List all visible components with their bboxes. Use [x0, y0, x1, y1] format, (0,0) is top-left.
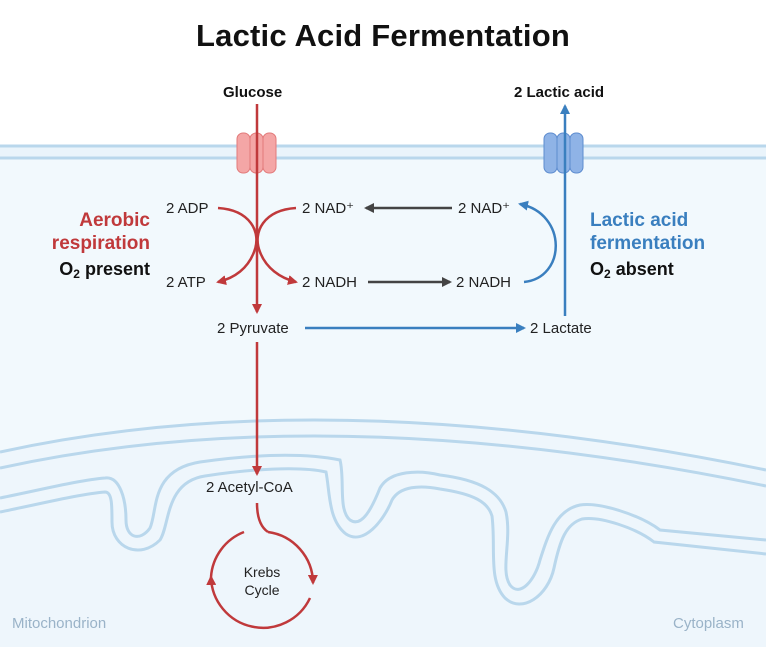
nad-right-label: 2 NAD⁺ — [458, 200, 511, 217]
page-title: Lactic Acid Fermentation — [196, 18, 570, 53]
fermentation-heading-line1: Lactic acid — [590, 210, 689, 231]
adp-to-atp-arrow — [216, 206, 258, 286]
krebs-cycle-arc-left — [209, 530, 245, 578]
pyruvate-label: 2 Pyruvate — [217, 320, 289, 337]
krebs-cycle-arrow-left — [206, 575, 312, 630]
lactic-acid-label: 2 Lactic acid — [514, 84, 605, 101]
aerobic-heading-line2: respiration — [51, 232, 150, 254]
o2-present-subscript: 2 — [73, 267, 80, 281]
mitochondrion-cristae — [0, 453, 766, 591]
glucose-label: Glucose — [223, 84, 283, 101]
aerobic-heading-line1: Aerobic — [79, 210, 150, 231]
nad-left-label: 2 NAD⁺ — [302, 200, 355, 217]
o2-present-suffix: present — [79, 259, 150, 279]
o2-present-label: O2 present — [59, 260, 150, 280]
nadh-left-label: 2 NADH — [302, 274, 358, 291]
mitochondrion-label: Mitochondrion — [12, 615, 107, 632]
acetyl-coa-label: 2 Acetyl-CoA — [206, 479, 293, 496]
o2-present-prefix: O — [59, 259, 74, 279]
cell-membrane — [0, 144, 766, 160]
lactate-label: 2 Lactate — [530, 320, 592, 337]
mitochondrion — [0, 418, 766, 647]
krebs-line2: Cycle — [244, 582, 280, 599]
cytoplasm-label: Cytoplasm — [673, 615, 744, 632]
krebs-cycle-arrow-right — [267, 530, 318, 585]
o2-absent-prefix: O — [590, 259, 605, 279]
krebs-cycle-label: Krebs Cycle — [236, 563, 288, 599]
o2-absent-label: O2 absent — [590, 260, 674, 280]
adp-label: 2 ADP — [166, 200, 209, 217]
lactate-transporter — [543, 132, 584, 174]
o2-absent-subscript: 2 — [604, 267, 611, 281]
atp-label: 2 ATP — [166, 274, 206, 291]
acetylcoa-to-krebs-line — [255, 502, 269, 534]
lactic-acid-fermentation-heading: Lactic acid fermentation — [590, 210, 705, 256]
nadh-to-nad-arrow-right — [518, 200, 557, 284]
nadh-right-label: 2 NADH — [456, 274, 512, 291]
nad-to-nadh-arrow-left — [256, 206, 298, 285]
aerobic-respiration-heading: Aerobic respiration — [52, 210, 150, 256]
fermentation-heading-line2: fermentation — [590, 232, 706, 254]
krebs-line1: Krebs — [243, 564, 281, 580]
o2-absent-suffix: absent — [610, 259, 674, 279]
